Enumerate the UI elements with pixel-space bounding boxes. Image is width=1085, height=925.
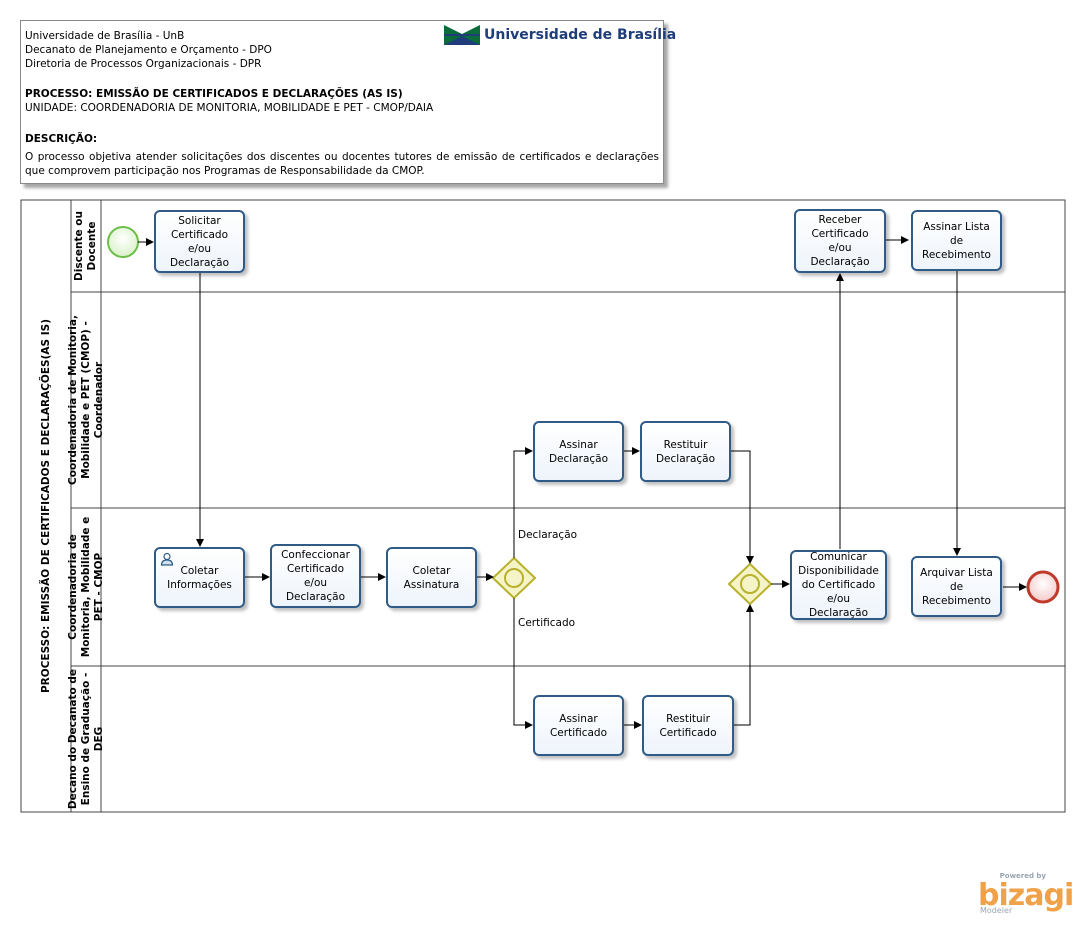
user-task-icon [160, 552, 174, 566]
bizagi-powered-by: Powered by [999, 872, 1046, 880]
start-event [107, 226, 139, 258]
header-line-2: Decanato de Planejamento e Orçamento - D… [25, 44, 272, 56]
task-assinar-certificado-label: Assinar Certificado [549, 712, 608, 739]
lane-label-discente: Discente ou Docente [73, 211, 98, 281]
task-restituir-declaracao[interactable]: Restituir Declaração [640, 421, 731, 482]
lane-label-cmop: Coordenadoria de Monitoria, Mobilidade e… [66, 516, 105, 658]
task-confeccionar-label: Confeccionar Certificado e/ou Declaração [281, 549, 350, 603]
flow-gateway-declaracao [513, 447, 533, 558]
flow-restituir-decl-merge [731, 450, 754, 564]
header-line-3: Diretoria de Processos Organizacionais -… [25, 58, 262, 70]
task-restituir-certificado-label: Restituir Certificado [659, 712, 717, 739]
gateway-label-certificado: Certificado [518, 617, 576, 629]
task-restituir-declaracao-label: Restituir Declaração [655, 438, 716, 465]
task-comunicar-label: Comunicar Disponibilidade do Certificado… [798, 551, 879, 619]
task-arquivar-label: Arquivar Lista de Recebimento [920, 566, 993, 607]
flow-gateway-certificado [513, 598, 533, 729]
lane-label-deg: Decano do Decanato de Ensino de Graduaçã… [66, 668, 105, 810]
bizagi-name: bizagi [978, 878, 1074, 913]
task-coletar-informacoes[interactable]: Coletar Informações [154, 547, 245, 608]
task-confeccionar[interactable]: Confeccionar Certificado e/ou Declaração [270, 544, 361, 608]
sequence-flows [138, 236, 1027, 729]
task-coletar-assinatura[interactable]: Coletar Assinatura [386, 547, 477, 608]
unb-logo-icon [444, 25, 480, 45]
task-assinar-declaracao-label: Assinar Declaração [548, 438, 609, 465]
process-header: Universidade de Brasília - UnB Decanato … [20, 20, 676, 184]
pool-label: PROCESSO: EMISSÃO DE CERTIFICADOS E DECL… [40, 319, 52, 694]
gateway-label-declaracao: Declaração [518, 529, 578, 541]
task-restituir-certificado[interactable]: Restituir Certificado [642, 695, 734, 756]
flow-restituir-cert-merge [734, 604, 754, 726]
task-solicitar-label: Solicitar Certificado e/ou Declaração [169, 214, 230, 269]
end-event [1026, 570, 1060, 604]
bizagi-logo: Powered by bizagi Modeler [978, 872, 1074, 917]
task-coletar-informacoes-label: Coletar Informações [167, 564, 232, 591]
task-arquivar[interactable]: Arquivar Lista de Recebimento [911, 556, 1002, 617]
task-assinar-lista-label: Assinar Lista de Recebimento [922, 220, 991, 261]
lane-label-coordenador: Coordenadoria de Monitoria, Mobilidade e… [66, 315, 105, 485]
task-assinar-certificado[interactable]: Assinar Certificado [533, 695, 624, 756]
task-comunicar[interactable]: Comunicar Disponibilidade do Certificado… [790, 550, 887, 620]
task-solicitar[interactable]: Solicitar Certificado e/ou Declaração [154, 210, 245, 273]
description-label: DESCRIÇÃO: [25, 133, 98, 145]
task-receber-label: Receber Certificado e/ou Declaração [810, 214, 870, 268]
header-line-1: Universidade de Brasília - UnB [25, 30, 185, 42]
task-assinar-lista[interactable]: Assinar Lista de Recebimento [911, 210, 1002, 271]
task-receber[interactable]: Receber Certificado e/ou Declaração [794, 209, 886, 273]
unb-logo-text: Universidade de Brasília [484, 27, 677, 43]
task-assinar-declaracao[interactable]: Assinar Declaração [533, 421, 624, 482]
unit-line: UNIDADE: COORDENADORIA DE MONITORIA, MOB… [25, 102, 434, 114]
process-title: PROCESSO: EMISSÃO DE CERTIFICADOS E DECL… [25, 88, 403, 100]
description-text: O processo objetiva atender solicitações… [25, 151, 659, 177]
bizagi-product: Modeler [980, 906, 1013, 915]
task-coletar-assinatura-label: Coletar Assinatura [403, 564, 460, 591]
unb-logo: Universidade de Brasília [444, 25, 676, 45]
